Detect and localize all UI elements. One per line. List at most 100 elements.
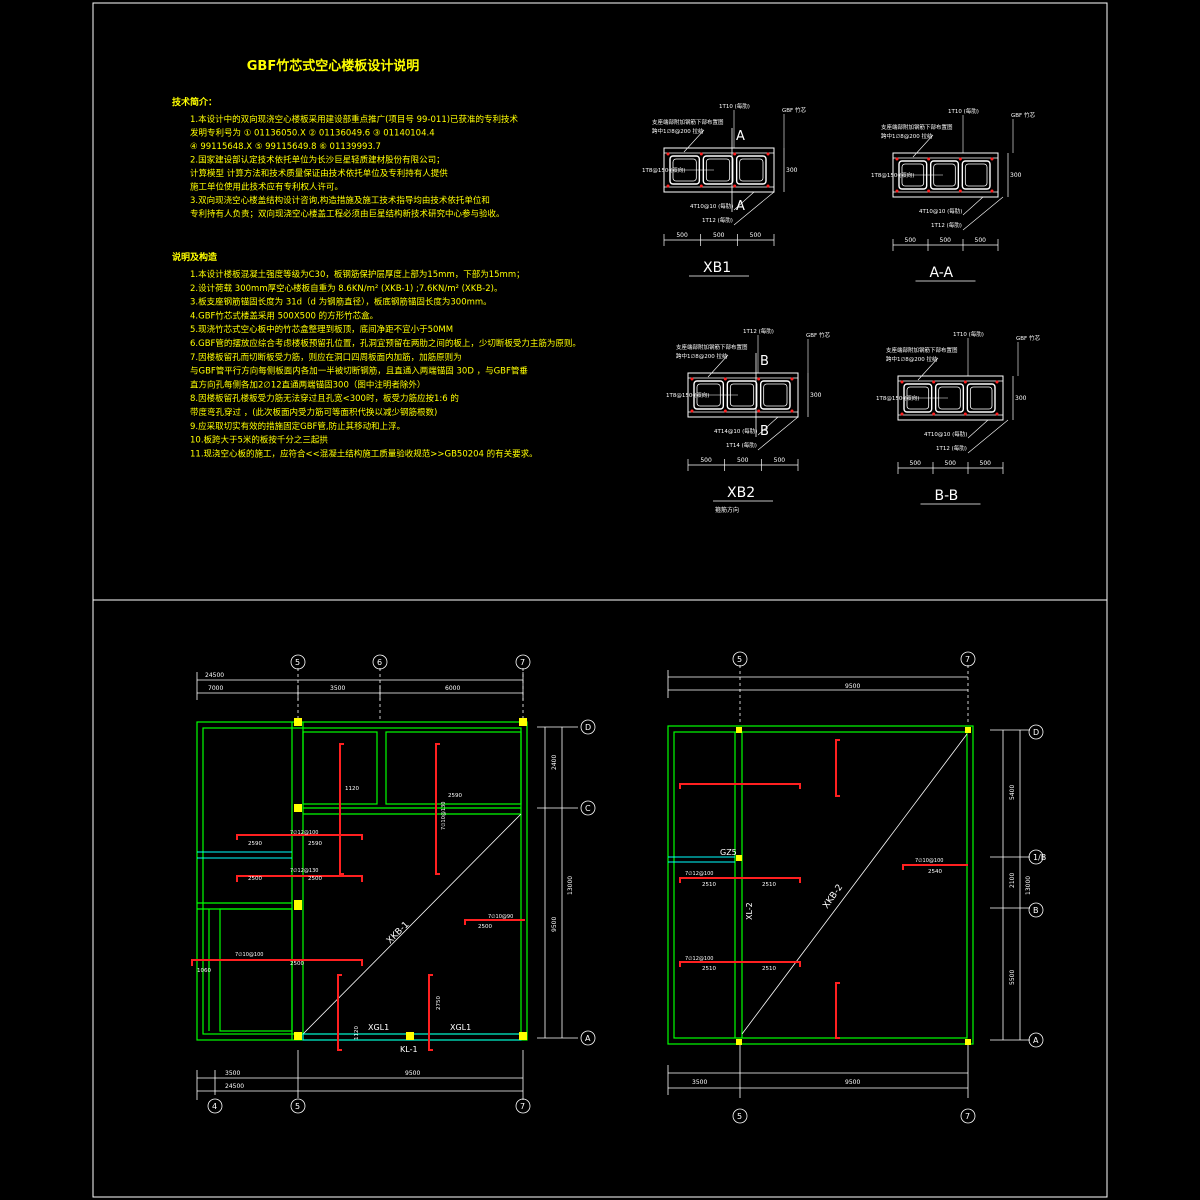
rebar-dot [666, 184, 670, 188]
dim-label: 2100 [1009, 873, 1016, 888]
desc-line: 1.本设计楼板混凝土强度等级为C30，板钢筋保护层厚度上部为15mm，下部为15… [190, 269, 525, 280]
rebar-length: 2590 [448, 793, 462, 799]
beam-label: XGL1 [450, 1023, 471, 1032]
rebar-dot [932, 412, 936, 416]
detail-label: 1T12 (每肋) [702, 216, 733, 224]
column [519, 1032, 527, 1040]
slab-section [687, 372, 799, 418]
desc-line: 2.设计荷载 300mm厚空心楼板自重为 8.6KN/m² (XKB-1) ;7… [190, 283, 502, 294]
height-label: 300 [810, 392, 822, 399]
desc-line: 9.应采取切实有效的措施固定GBF管,防止其移动和上浮。 [190, 421, 405, 432]
axis-label: A [585, 1034, 591, 1043]
rebar-length: 2500 [308, 876, 322, 882]
rebar-length: 2510 [702, 882, 716, 888]
dim-label: 9500 [845, 683, 860, 690]
column [294, 900, 302, 910]
desc-line: 7.因楼板留孔而切断板受力筋，则应在洞口四周板面内加筋，加筋原则为 [190, 352, 462, 363]
section-mark: A [736, 129, 745, 144]
rebar-note: 7∅12@130 [290, 868, 318, 874]
axis-bubble [1028, 902, 1044, 918]
detail-label: GBF 竹芯 [806, 331, 830, 339]
plan2-rebars [679, 739, 968, 1039]
axis-bubble [372, 654, 388, 670]
column [406, 1032, 414, 1040]
axis-bubble [1028, 1032, 1044, 1048]
plan2-diagonal [741, 733, 968, 1035]
plan2-right-dims [990, 729, 1030, 1041]
tech-line: 发明专利号为 ① 01136050.X ② 01136049.6 ③ 01140… [190, 128, 435, 139]
dim-label: 500 [910, 460, 922, 467]
axis-bubble [732, 1108, 748, 1124]
dim-label: 3500 [225, 1070, 240, 1077]
detail-label: 跨中1∅8@200 拉结 [652, 127, 704, 135]
axis-label: B [1033, 906, 1039, 915]
rebar-note: 7∅12@100 [685, 956, 713, 962]
slab-section [897, 375, 1004, 421]
plan1-top-dims [196, 668, 524, 722]
notes-title: GBF竹芯式空心楼板设计说明 [247, 58, 419, 74]
section-mark: A [736, 199, 745, 214]
detail-title: A-A [930, 265, 954, 281]
column [519, 718, 527, 726]
section-mark: B [760, 354, 769, 369]
desc-lines: 1.本设计楼板混凝土强度等级为C30，板钢筋保护层厚度上部为15mm，下部为15… [190, 269, 581, 459]
dim-label: 13000 [567, 876, 574, 895]
rebar-note: 7∅10@100 [235, 952, 263, 958]
plan1-rebars [191, 743, 525, 1051]
plan1-diagonal [302, 813, 522, 1035]
dim-label: 500 [713, 232, 725, 239]
desc-line: 5.现浇竹芯式空心板中的竹芯盒整理到板顶，底间净距不宜小于50MM [190, 324, 453, 335]
tech-line: 3.双向现浇空心楼盖结构设计咨询,构造措施及施工技术指导均由技术依托单位和 [190, 195, 490, 206]
detail-label: 跨中1∅8@200 拉结 [676, 352, 728, 360]
detail-label: 1T8@150 (双向) [642, 166, 685, 174]
dim-label: 24500 [225, 1083, 244, 1090]
rebar-note: 7∅10@100 [915, 858, 943, 864]
rebar-length: 2590 [248, 841, 262, 847]
dim-label: 2400 [551, 755, 558, 770]
leader-line [707, 354, 729, 378]
detail-label: 支座端部附加钢筋下部布置图 [676, 343, 748, 351]
rebar-length: 1120 [345, 786, 359, 792]
plan1-right-dims [537, 726, 578, 1039]
detail-label: 跨中1∅8@200 拉结 [881, 132, 933, 140]
leader-line [683, 129, 705, 153]
tech-line: ④ 99115648.X ⑤ 99115649.8 ⑥ 01139993.7 [190, 142, 381, 152]
rebar-length: 2510 [762, 966, 776, 972]
plan2-top-dims [667, 665, 969, 725]
desc-line: 带度弯孔穿过 ，(此次板面内受力筋可等面积代换以减少钢筋根数) [190, 407, 437, 418]
detail-label: 1T8@150 (双向) [871, 171, 914, 179]
dim-label: 500 [774, 457, 786, 464]
axis-bubble [960, 1108, 976, 1124]
rebar-dot [895, 189, 899, 193]
column [736, 855, 742, 861]
rebar-length: 2500 [248, 876, 262, 882]
desc-line: 11.现浇空心板的施工，应符合<<混凝土结构施工质量验收规范>>GB50204 … [190, 448, 538, 459]
rebar-dot [958, 157, 962, 161]
leader-line [757, 416, 799, 451]
axis-label: 6 [377, 658, 382, 667]
rebar-dot [995, 412, 999, 416]
detail-label: 1T12 (每肋) [936, 444, 967, 452]
leader-line [912, 134, 934, 158]
detail-label: GBF 竹芯 [1016, 334, 1040, 342]
gbf-box-inner [969, 386, 993, 410]
rebar-dot [666, 152, 670, 156]
leader-line [962, 196, 984, 216]
rebar-dot [990, 157, 994, 161]
rebar-length: 1060 [197, 968, 211, 974]
rebar-note: 7∅10@90 [488, 914, 513, 920]
detail-label: 1T8@150 (双向) [666, 391, 709, 399]
plan2-bottom-dims [667, 1045, 969, 1098]
gbf-box [966, 383, 996, 413]
plan1-columns [294, 718, 527, 1040]
beam-label: XGL1 [368, 1023, 389, 1032]
dim-label: 500 [980, 460, 992, 467]
leader-line [967, 419, 1009, 454]
dim-label: 500 [700, 457, 712, 464]
dim-label: 9500 [551, 917, 558, 932]
rebar-dot [723, 409, 727, 413]
column [736, 1039, 742, 1045]
